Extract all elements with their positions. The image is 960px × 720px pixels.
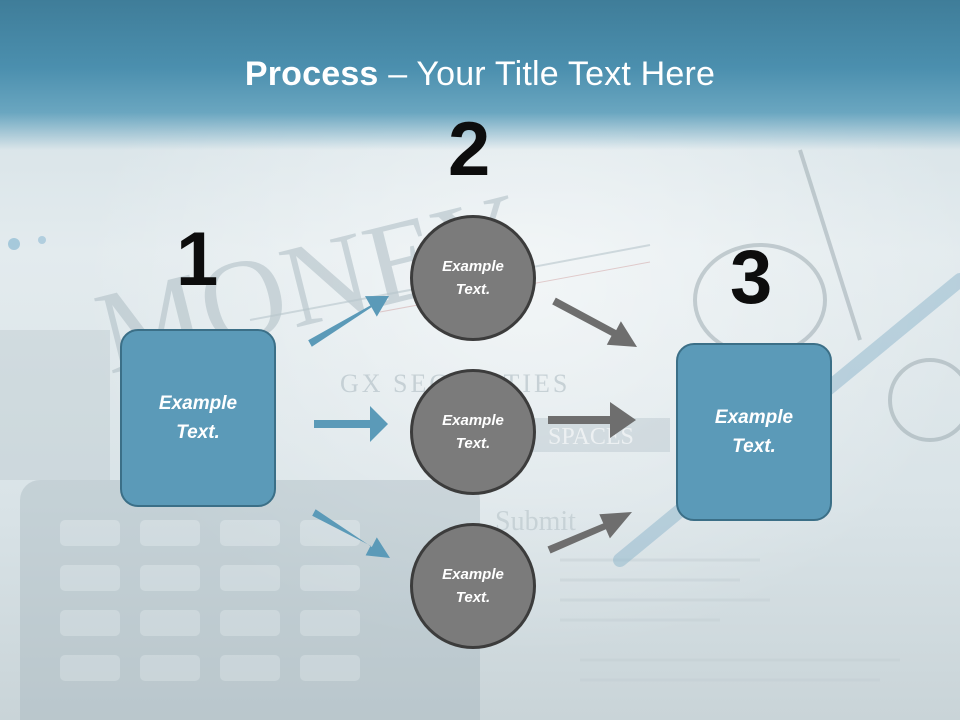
circle-bottom-line1: Example	[442, 566, 504, 583]
step-number-3: 3	[730, 235, 773, 320]
arrow-up-right-gray	[547, 512, 632, 554]
step-3-box-line2: Text.	[732, 436, 776, 457]
arrow-right-gray	[548, 402, 636, 438]
arrow-up-right-blue	[308, 296, 389, 347]
step-3-box-line1: Example	[714, 407, 794, 428]
circle-middle-line2: Text.	[455, 435, 491, 452]
step-1-box-line1: Example	[158, 393, 238, 414]
step-2-circle-top: Example Text.	[410, 215, 536, 341]
arrow-down-right-blue	[312, 509, 390, 558]
blue-arrows	[308, 296, 390, 558]
title-rest: – Your Title Text Here	[378, 55, 716, 93]
step-number-2: 2	[448, 107, 491, 192]
step-3-box: Example Text.	[676, 343, 832, 521]
step-1-box: Example Text.	[120, 329, 276, 507]
calculator-shape	[20, 480, 480, 720]
circle-top-line1: Example	[442, 258, 504, 275]
step-number-1: 1	[176, 217, 219, 302]
slide-title: Process – Your Title Text Here	[0, 55, 960, 94]
header-band	[0, 0, 960, 150]
circle-middle-line1: Example	[442, 412, 504, 429]
arrow-down-right-gray	[552, 297, 637, 347]
title-bold: Process	[244, 55, 379, 93]
step-1-box-line2: Text.	[176, 422, 220, 443]
circle-bottom-line2: Text.	[455, 589, 491, 606]
circle-top-line2: Text.	[455, 281, 491, 298]
arrow-right-blue	[314, 406, 388, 442]
newspaper-text: Submit	[495, 506, 576, 537]
step-2-circle-middle: Example Text.	[410, 369, 536, 495]
gray-arrows	[547, 297, 637, 554]
step-2-circle-bottom: Example Text.	[410, 523, 536, 649]
